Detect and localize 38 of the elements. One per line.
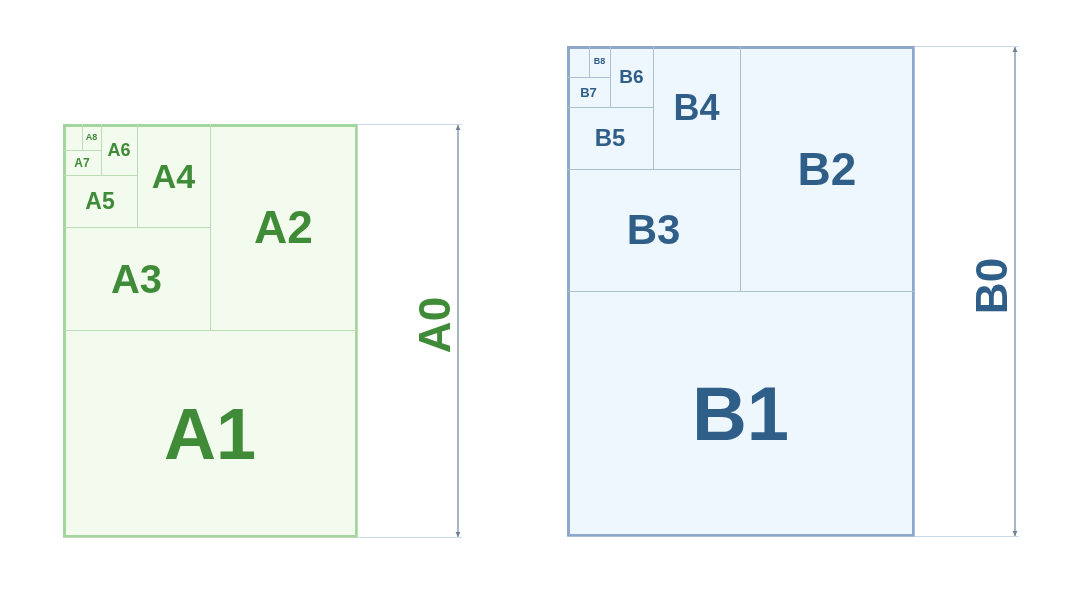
paper-section <box>567 107 654 170</box>
paper-section <box>63 124 83 151</box>
paper-sheet <box>63 124 358 538</box>
size-label: A7 <box>74 156 90 169</box>
size-label: B1 <box>691 375 790 452</box>
paper-section <box>567 169 741 292</box>
paper-section <box>101 124 138 176</box>
paper-sheet <box>567 46 915 537</box>
size-label: B6 <box>619 67 644 86</box>
size-label: B7 <box>580 85 597 99</box>
size-label: B3 <box>626 209 681 251</box>
paper-section <box>567 77 611 108</box>
size-label: A5 <box>85 189 115 213</box>
paper-section <box>63 227 211 331</box>
paper-section <box>589 46 611 78</box>
paper-section <box>82 124 102 151</box>
size-label: A1 <box>163 397 256 470</box>
paper-section <box>210 124 358 331</box>
paper-section <box>740 46 915 292</box>
size-label: A0 <box>413 296 458 354</box>
size-label: B0 <box>970 257 1015 314</box>
paper-section <box>63 150 102 176</box>
paper-section <box>610 46 654 108</box>
size-label: A3 <box>110 258 163 299</box>
size-label: A8 <box>85 132 98 142</box>
size-label: B4 <box>673 89 720 126</box>
paper-section <box>567 291 915 537</box>
size-label: A6 <box>107 140 131 159</box>
paper-section <box>63 330 358 538</box>
paper-section <box>63 175 138 228</box>
size-label: A2 <box>254 204 313 250</box>
paper-section <box>653 46 741 170</box>
paper-section <box>137 124 211 228</box>
size-label: B2 <box>797 145 857 192</box>
size-label: B8 <box>593 57 606 66</box>
size-label: A4 <box>151 158 196 193</box>
size-label: B5 <box>594 126 626 150</box>
paper-section <box>567 46 590 78</box>
